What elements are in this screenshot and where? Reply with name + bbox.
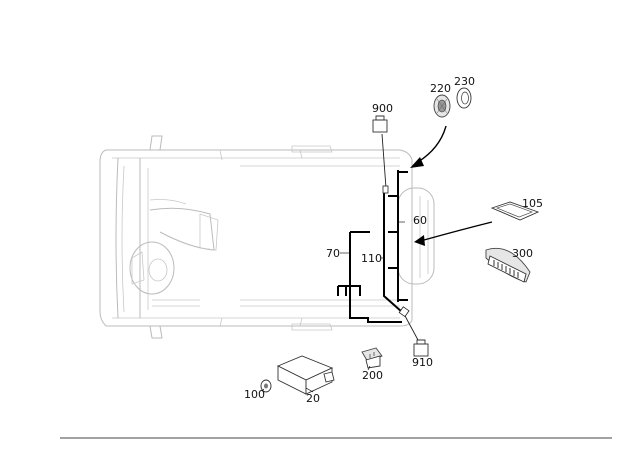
leader-lines <box>261 221 405 393</box>
label-105: 105 <box>522 197 543 210</box>
connector-200-icon <box>361 347 383 369</box>
label-200: 200 <box>362 369 383 382</box>
control-module-20-icon <box>276 355 335 395</box>
label-230: 230 <box>454 75 475 88</box>
unit-300-icon <box>485 247 531 283</box>
wiring-harness <box>337 133 419 341</box>
label-60: 60 <box>413 214 427 227</box>
part-labels: 900 220 230 105 60 70 110 300 910 200 10… <box>244 75 543 405</box>
vehicle-outline <box>99 135 435 339</box>
label-900: 900 <box>372 102 393 115</box>
label-20: 20 <box>306 392 320 405</box>
label-100: 100 <box>244 388 265 401</box>
panel-105-icon <box>490 201 540 221</box>
connector-910-icon <box>413 339 429 357</box>
label-110: 110 <box>361 252 382 265</box>
label-910: 910 <box>412 356 433 369</box>
label-300: 300 <box>512 247 533 260</box>
connector-900-icon <box>372 115 388 133</box>
label-70: 70 <box>326 247 340 260</box>
ring-230-icon <box>456 87 472 109</box>
label-220: 220 <box>430 82 451 95</box>
callout-arrows <box>410 125 493 246</box>
speaker-220-icon <box>433 94 451 118</box>
part-100-icon <box>260 379 272 393</box>
